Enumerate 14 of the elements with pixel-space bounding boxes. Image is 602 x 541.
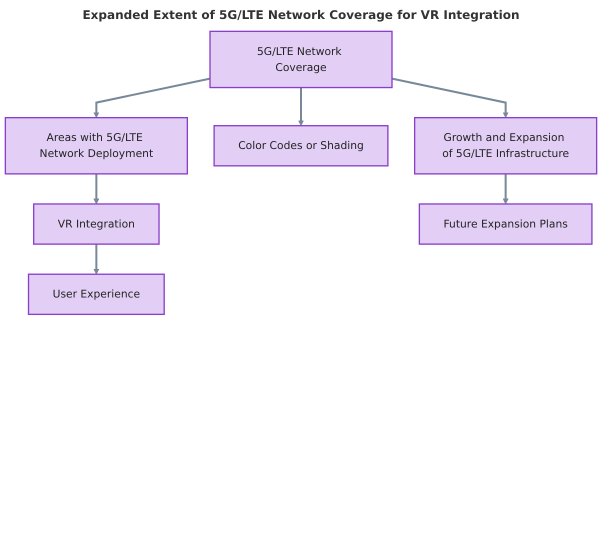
diagram-title: Expanded Extent of 5G/LTE Network Coverage for VR Integration — [81, 8, 521, 22]
node-box: VR Integration — [33, 203, 160, 245]
node-box: User Experience — [28, 274, 165, 316]
arrow — [298, 88, 304, 126]
arrow — [502, 174, 509, 204]
node-box: Growth and Expansion of 5G/LTE Infrastructure — [414, 117, 598, 175]
arrow — [93, 244, 100, 274]
arrow — [93, 78, 210, 118]
arrow — [392, 78, 509, 118]
node-box: Future Expansion Plans — [418, 203, 593, 245]
node-box: Areas with 5G/LTE Network Deployment — [4, 117, 188, 175]
arrow — [93, 174, 100, 204]
node-box: Color Codes or Shading — [213, 125, 389, 166]
node-box: 5G/LTE Network Coverage — [209, 30, 393, 88]
